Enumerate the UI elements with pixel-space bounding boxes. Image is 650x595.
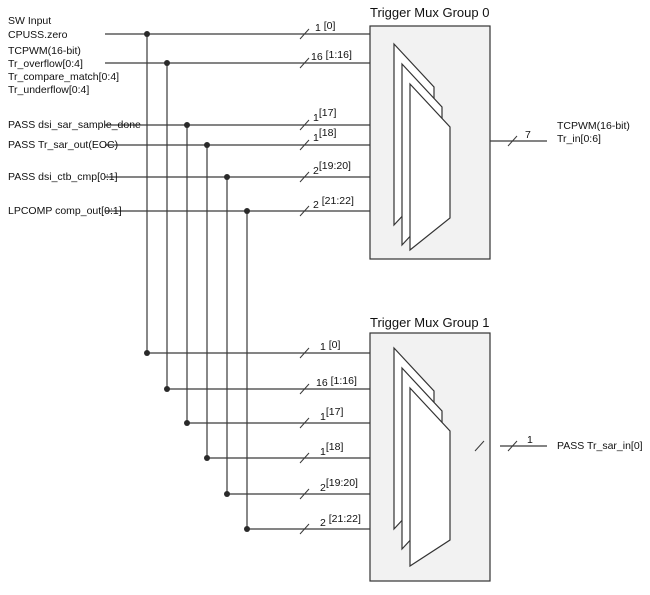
bus-width: 16 (316, 377, 328, 389)
bus-range: [19:20] (326, 477, 358, 489)
input-label-sw: SW Input CPUSS.zero (8, 15, 68, 41)
bus-width: 1 (313, 112, 319, 124)
output-label-sar-in: PASS Tr_sar_in[0] (557, 440, 643, 452)
svg-text:1 [0]: 1 [0] (320, 339, 341, 353)
bus-width: 2 (313, 165, 319, 177)
output-width: 1 (527, 434, 533, 446)
output-group-1: 1 PASS Tr_sar_in[0] (474, 434, 643, 452)
bus-range: [19:20] (319, 160, 351, 172)
svg-text:1[18]: 1[18] (320, 441, 343, 458)
bus-width: 2 (320, 517, 326, 529)
svg-text:2[19:20]: 2[19:20] (313, 160, 351, 177)
junction-dots (144, 31, 250, 532)
svg-text:2 [21:22]: 2 [21:22] (313, 195, 354, 211)
output-group-0: 7 TCPWM(16-bit) Tr_in[0:6] (490, 120, 633, 147)
bus-width: 1 (313, 132, 319, 144)
bus-width: 1 (320, 446, 326, 458)
output-width: 7 (525, 129, 531, 141)
bus-width: 1 (320, 341, 326, 353)
bus-range: [21:22] (322, 195, 354, 207)
bus-range: [18] (326, 441, 344, 453)
bus-slashes-group-0 (299, 28, 310, 217)
input-label-sample-done: PASS dsi_sar_sample_done (8, 119, 141, 131)
bus-width: 1 (320, 411, 326, 423)
svg-text:2 [21:22]: 2 [21:22] (320, 513, 361, 529)
vertical-tap-wires (146, 34, 248, 529)
bus-width: 2 (313, 199, 319, 211)
mux-stack-group-1 (393, 346, 451, 568)
bus-range: [21:22] (329, 513, 361, 525)
output-label-tcpwm: TCPWM(16-bit) Tr_in[0:6] (557, 120, 633, 145)
bus-range: [1:16] (331, 375, 357, 387)
input-label-tcpwm: TCPWM(16-bit) Tr_overflow[0:4] Tr_compar… (8, 45, 122, 96)
group-1-input-wires (147, 352, 370, 530)
svg-text:1[17]: 1[17] (320, 406, 343, 423)
bus-slashes-group-1 (299, 347, 310, 535)
bus-width: 1 (315, 22, 321, 34)
mux-group-0-title: Trigger Mux Group 0 (370, 5, 489, 20)
bus-width: 2 (320, 482, 326, 494)
bus-width: 16 (311, 51, 323, 63)
svg-text:16 [1:16]: 16 [1:16] (311, 49, 352, 63)
input-labels: SW Input CPUSS.zero TCPWM(16-bit) Tr_ove… (8, 15, 141, 217)
bus-labels-group-1: 1 [0] 16 [1:16] 1[17] 1[18] 2[19:20] 2 [… (316, 339, 361, 529)
bus-range: [17] (326, 406, 344, 418)
mux-group-1-title: Trigger Mux Group 1 (370, 315, 489, 330)
input-label-lpcomp: LPCOMP comp_out[0:1] (8, 205, 122, 217)
svg-text:1 [0]: 1 [0] (315, 20, 336, 34)
bus-range: [1:16] (326, 49, 352, 61)
bus-labels-group-0: 1 [0] 16 [1:16] 1[17] 1[18] 2[19:20] 2 [… (311, 20, 354, 211)
svg-text:16 [1:16]: 16 [1:16] (316, 375, 357, 389)
bus-range: [18] (319, 127, 337, 139)
bus-range: [0] (329, 339, 341, 351)
svg-text:1[18]: 1[18] (313, 127, 336, 144)
bus-range: [17] (319, 107, 337, 119)
input-label-ctb-cmp: PASS dsi_ctb_cmp[0:1] (8, 171, 118, 183)
bus-range: [0] (324, 20, 336, 32)
input-label-sar-eoc: PASS Tr_sar_out(EOC) (8, 139, 118, 151)
mux-stack-group-0 (393, 42, 451, 252)
svg-text:1[17]: 1[17] (313, 107, 336, 124)
svg-text:2[19:20]: 2[19:20] (320, 477, 358, 494)
